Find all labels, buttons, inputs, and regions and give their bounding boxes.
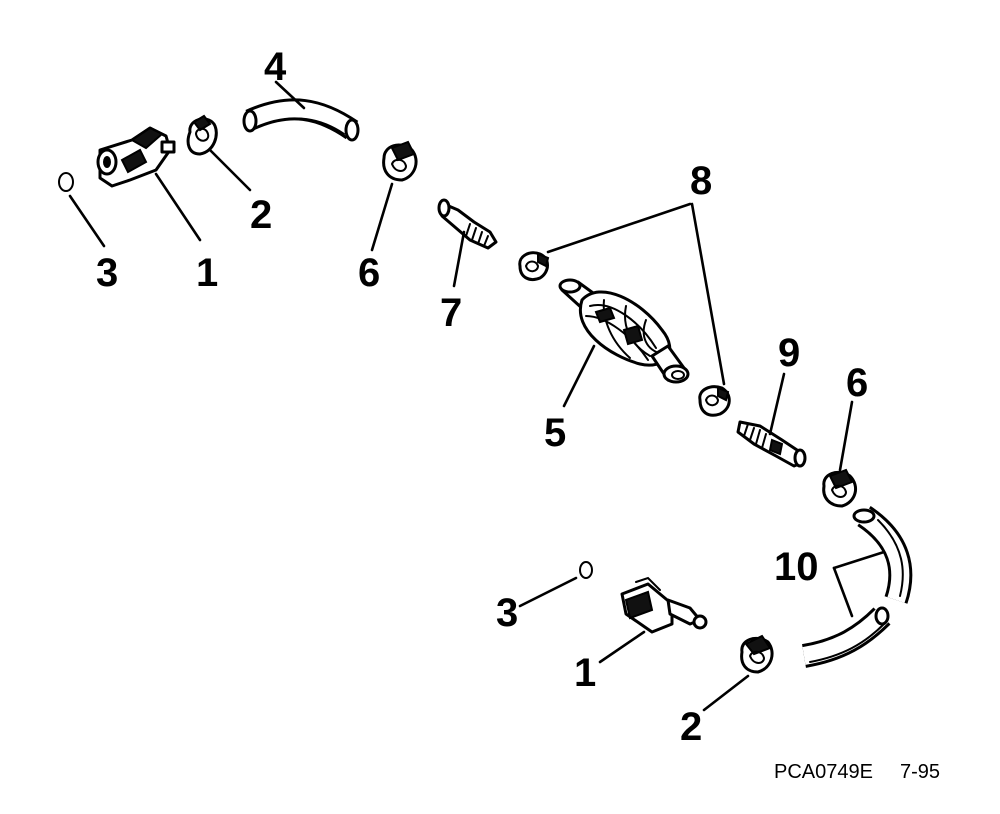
- callout-8: 8: [690, 159, 712, 203]
- clamp-lower: [740, 634, 774, 674]
- callout-1-lower: 1: [574, 651, 596, 695]
- figure-date: 7-95: [900, 761, 940, 783]
- hose-10-upper: [852, 506, 913, 604]
- o-ring-upper: [58, 172, 74, 192]
- callout-7: 7: [440, 291, 462, 335]
- clamp-upper: [186, 114, 218, 156]
- callout-10: 10: [774, 545, 819, 589]
- callout-9: 9: [778, 331, 800, 375]
- callout-5: 5: [544, 411, 566, 455]
- callout-6-lower: 6: [846, 361, 868, 405]
- callout-3-lower: 3: [496, 591, 518, 635]
- callout-4: 4: [264, 45, 287, 89]
- figure-code: PCA0749E: [774, 761, 873, 783]
- callout-3-upper: 3: [96, 251, 118, 295]
- clamp-8-left: [518, 251, 550, 281]
- hose-upper: [242, 98, 360, 142]
- callout-1-upper: 1: [196, 251, 218, 295]
- connector-upper: [96, 126, 176, 188]
- callout-6-upper: 6: [358, 251, 380, 295]
- connector-lower: [620, 576, 708, 634]
- fitting-7: [437, 198, 498, 250]
- clamp-6-lower: [822, 468, 858, 508]
- fitting-9: [736, 420, 807, 468]
- callout-2-lower: 2: [680, 705, 702, 749]
- clamp-6-upper: [382, 140, 418, 182]
- o-ring-lower: [579, 561, 593, 579]
- callout-2-upper: 2: [250, 193, 272, 237]
- leader-lines: [68, 80, 886, 712]
- clamp-8-right: [698, 385, 731, 417]
- primer-bulb: [558, 278, 690, 384]
- hose-10-lower: [801, 606, 891, 668]
